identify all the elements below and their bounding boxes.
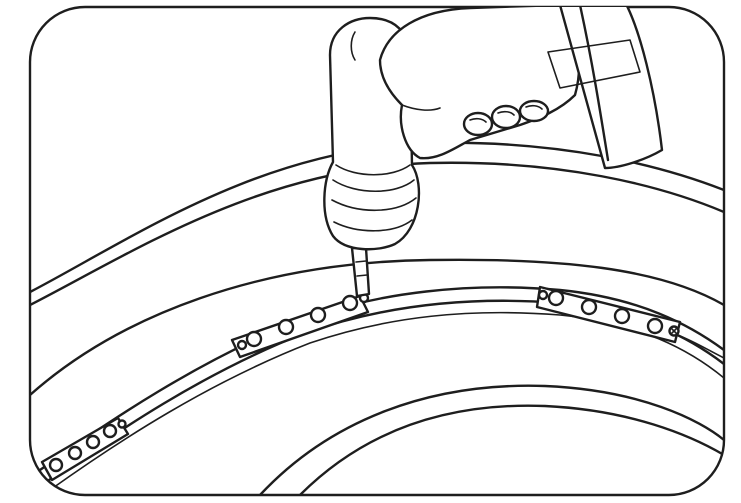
led-light xyxy=(341,294,359,312)
hand xyxy=(378,7,581,160)
led-module xyxy=(535,285,682,344)
fingernail xyxy=(518,99,550,123)
screw xyxy=(236,339,248,351)
led-light xyxy=(580,298,598,316)
screwdriver-bit xyxy=(350,246,371,298)
led-light xyxy=(245,330,263,348)
led-light xyxy=(85,434,101,450)
fingernail xyxy=(462,111,494,137)
screw xyxy=(537,289,549,301)
cable xyxy=(679,335,724,359)
led-light xyxy=(646,317,664,335)
led-module xyxy=(40,416,130,482)
led-light xyxy=(547,289,565,307)
fingernail xyxy=(490,104,522,130)
led-light xyxy=(613,307,631,325)
screw xyxy=(117,419,127,429)
screw xyxy=(668,325,680,337)
led-light xyxy=(67,445,83,461)
led-module xyxy=(230,292,370,359)
led-light xyxy=(102,423,118,439)
sleeve-cuff xyxy=(547,7,664,170)
led-light xyxy=(277,318,295,336)
led-light xyxy=(309,306,327,324)
led-light xyxy=(48,457,64,473)
frame-border xyxy=(28,5,726,497)
housing-inner-edge xyxy=(30,258,724,495)
